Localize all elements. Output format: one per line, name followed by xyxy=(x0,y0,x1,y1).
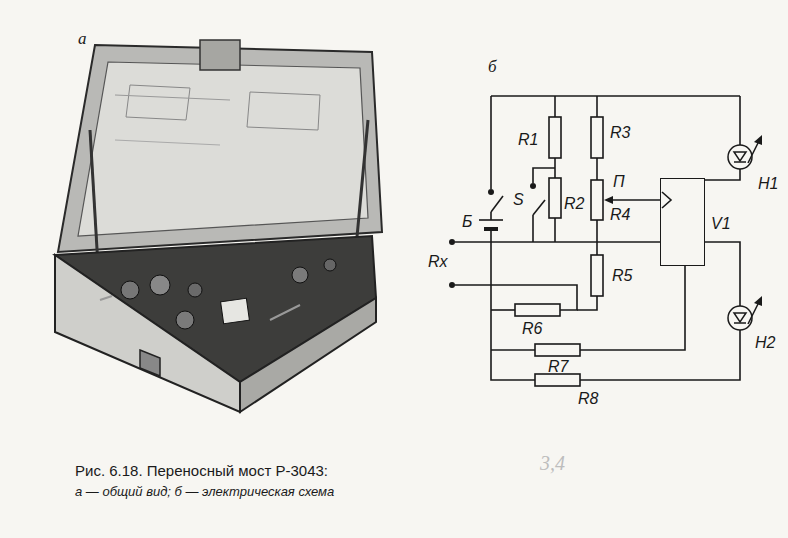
resistor-label: R3 xyxy=(610,124,630,142)
lamp-label: H1 xyxy=(758,175,778,193)
terminal-dot xyxy=(449,183,536,288)
figure-caption: Рис. 6.18. Переносный мост Р-3043: xyxy=(75,463,328,480)
lamp-symbol xyxy=(728,139,760,330)
panel-letter: а xyxy=(78,30,87,49)
resistor-label: R4 xyxy=(610,206,630,224)
amplifier-label: V1 xyxy=(711,215,731,233)
pencil-note: 3,4 xyxy=(540,452,565,474)
switch-label: S xyxy=(513,191,524,209)
circuit-wires xyxy=(455,96,740,380)
battery-label: Б xyxy=(462,213,472,231)
resistor-label: R7 xyxy=(548,358,568,376)
resistor-label: R8 xyxy=(578,390,598,408)
resistor-label: R5 xyxy=(612,267,632,285)
amplifier-box: V1 xyxy=(660,178,705,266)
resistor-label: R2 xyxy=(564,195,584,213)
resistor-label: R6 xyxy=(522,320,542,338)
slider-label: П xyxy=(613,173,625,191)
caption-subtitle: а — общий вид; б — электрическая схема xyxy=(75,485,334,499)
lamp-label: H2 xyxy=(755,334,775,352)
resistor-symbol xyxy=(515,117,603,386)
resistor-label: R1 xyxy=(518,131,538,149)
panel-letter: б xyxy=(488,58,497,77)
terminal-label: Rx xyxy=(428,253,448,271)
